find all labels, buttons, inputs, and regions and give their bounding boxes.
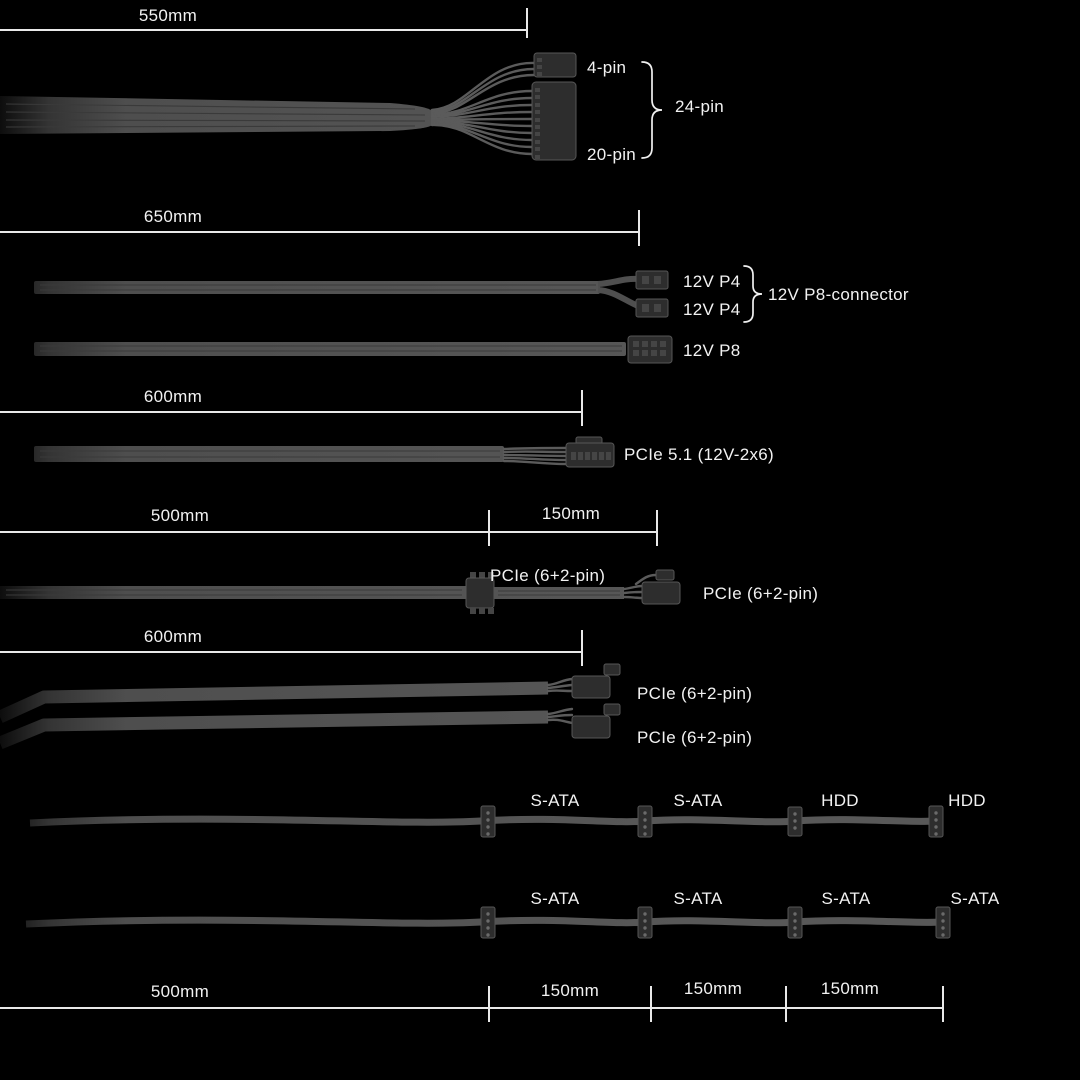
- cpu-p4-connector-top: [635, 270, 669, 290]
- pcie-daisy-ribbon1: [0, 586, 468, 599]
- pcie-dual-top-connector: [571, 663, 621, 699]
- cpu-p4-top-label: 12V P4: [683, 272, 741, 291]
- cpu-p4-branch-bottom: [597, 287, 640, 309]
- pcie-dual-ribbon-top: [0, 681, 549, 723]
- scale-150c-label: 150mm: [821, 979, 879, 998]
- mixed-connector-sata1: [480, 805, 496, 838]
- mixed-label-3: HDD: [821, 791, 859, 810]
- pcie-daisy-ribbon2: [494, 587, 624, 599]
- pcie-daisy-end-label: PCIe (6+2-pin): [703, 584, 818, 603]
- pcie-dual-top-fan: [546, 677, 574, 693]
- atx-wire-fan: [430, 61, 536, 156]
- measure-650-label: 650mm: [144, 207, 202, 226]
- pcie-dual-ribbon-bottom: [0, 710, 549, 750]
- cpu-p4-branch-top: [597, 275, 639, 287]
- sata-connector-4: [935, 906, 951, 939]
- pcie51-cable: PCIe 5.1 (12V-2x6): [34, 436, 774, 468]
- cpu-p8-label: 12V P8: [683, 341, 741, 360]
- mixed-connector-sata2: [637, 805, 653, 838]
- pcie-dual-bottom-fan: [546, 707, 574, 725]
- cpu-p4-cable: 12V P4 12V P4 12V P8-connector: [34, 265, 909, 323]
- atx-cable: 4-pin 24-pin 20-pin: [0, 52, 724, 164]
- atx-4pin-connector: [533, 52, 577, 78]
- mixed-cable-line: [29, 815, 934, 827]
- measure-600a-label: 600mm: [144, 387, 202, 406]
- mixed-label-4: HDD: [948, 791, 986, 810]
- measure-600b: 600mm: [0, 627, 583, 666]
- cpu-p8-brace: [743, 265, 763, 323]
- cpu-p4-connector-bottom: [635, 298, 669, 318]
- atx-20pin-connector: [531, 81, 577, 161]
- mixed-label-1: S-ATA: [530, 791, 579, 810]
- peripheral-mixed-cable: S-ATA S-ATA HDD HDD: [29, 791, 986, 838]
- measure-600a: 600mm: [0, 387, 583, 426]
- pcie51-wire-fan: [502, 446, 568, 466]
- peripheral-sata-cable: S-ATA S-ATA S-ATA S-ATA: [25, 889, 1000, 939]
- pcie-dual-cable: PCIe (6+2-pin) PCIe (6+2-pin): [0, 663, 752, 750]
- pcie51-ribbon: [34, 446, 504, 462]
- scale-150b-label: 150mm: [684, 979, 742, 998]
- sata-label-3: S-ATA: [821, 889, 870, 908]
- scale-150a-label: 150mm: [541, 981, 599, 1000]
- atx-20pin-label: 20-pin: [587, 145, 636, 164]
- pcie-dual-bottom-connector: [571, 703, 621, 739]
- atx-brace: [641, 61, 663, 159]
- sata-connector-1: [480, 906, 496, 939]
- pcie51-connector: [565, 436, 615, 468]
- measure-650: 650mm: [0, 207, 640, 246]
- measure-500-150: 500mm 150mm: [0, 504, 658, 546]
- sata-connector-2: [637, 906, 653, 939]
- measure-150-label: 150mm: [542, 504, 600, 523]
- sata-label-1: S-ATA: [530, 889, 579, 908]
- cpu-p8-ribbon: [34, 342, 626, 356]
- pcie-daisy-end-fan: [622, 573, 658, 600]
- atx-4pin-label: 4-pin: [587, 58, 626, 77]
- cpu-p4-bottom-label: 12V P4: [683, 300, 741, 319]
- atx-24pin-label: 24-pin: [675, 97, 724, 116]
- cpu-p8-connector-label: 12V P8-connector: [768, 285, 909, 304]
- cpu-p8-connector: [627, 335, 673, 364]
- cpu-p4-ribbon: [34, 281, 600, 294]
- cpu-p8-cable: 12V P8: [34, 335, 741, 364]
- mixed-connector-hdd2: [928, 805, 944, 838]
- pcie-daisy-end-connector: [641, 569, 681, 605]
- measure-550-label: 550mm: [139, 6, 197, 25]
- sata-label-4: S-ATA: [950, 889, 999, 908]
- sata-connector-3: [787, 906, 803, 939]
- measure-600b-label: 600mm: [144, 627, 202, 646]
- bottom-scale: 500mm 150mm 150mm 150mm: [0, 979, 944, 1022]
- atx-cable-stripes: [5, 103, 426, 128]
- sata-cable-line: [25, 916, 941, 928]
- mixed-label-2: S-ATA: [673, 791, 722, 810]
- pcie-daisy-cable: PCIe (6+2-pin) PCIe (6+2-pin): [0, 566, 818, 614]
- sata-label-2: S-ATA: [673, 889, 722, 908]
- measure-500-label: 500mm: [151, 506, 209, 525]
- pcie-dual-bottom-label: PCIe (6+2-pin): [637, 728, 752, 747]
- measure-550: 550mm: [0, 6, 528, 38]
- pcie-daisy-mid-label: PCIe (6+2-pin): [490, 566, 605, 585]
- mixed-connector-hdd1: [787, 806, 803, 837]
- pcie-dual-top-label: PCIe (6+2-pin): [637, 684, 752, 703]
- pcie51-label: PCIe 5.1 (12V-2x6): [624, 445, 774, 464]
- scale-500-label: 500mm: [151, 982, 209, 1001]
